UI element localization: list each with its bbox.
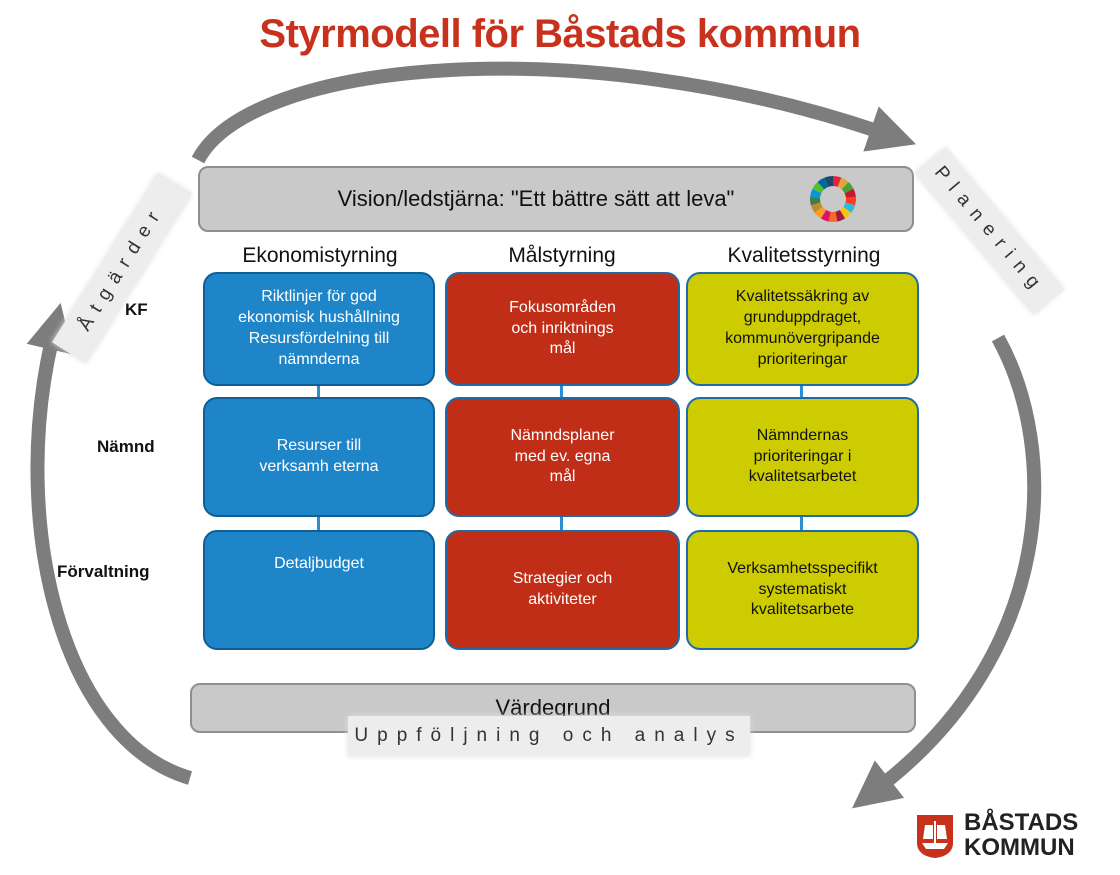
connector: [317, 384, 320, 400]
column-header-economy: Ekonomistyrning: [242, 244, 398, 267]
page-title: Styrmodell för Båstads kommun: [259, 12, 861, 56]
row-label-forvaltning: Förvaltning: [57, 562, 150, 581]
logo-text: BÅSTADS KOMMUN: [964, 810, 1120, 860]
row-label-kf: KF: [125, 300, 148, 319]
cycle-label-uppfoljning: Uppföljning och analys: [348, 716, 750, 756]
cell-forvaltning-goals: Strategier och aktiviteter: [445, 530, 680, 650]
connector: [560, 384, 563, 400]
cell-namnd-quality: Nämndernas prioriteringar i kvalitetsarb…: [686, 397, 919, 517]
sdg-segment: [810, 196, 821, 206]
logo-line-2: KOMMUN: [964, 834, 1075, 861]
right-arrow: [851, 334, 1042, 809]
connector: [800, 384, 803, 400]
vision-text: Vision/ledstjärna: "Ett bättre sätt att …: [337, 186, 735, 211]
sdg-segment: [814, 206, 827, 219]
sdg-segment: [843, 202, 856, 213]
connector: [560, 515, 563, 531]
cell-kf-economy: Riktlinjer för god ekonomisk hushållning…: [203, 272, 435, 386]
sdg-segment: [820, 210, 831, 222]
cell-forvaltning-quality: Verksamhetsspecifikt systematiskt kvalit…: [686, 530, 919, 650]
sdg-segment: [839, 206, 852, 219]
sdg-segment: [844, 188, 856, 198]
cell-kf-goals: Fokusområden och inriktnings mål: [445, 272, 680, 386]
logo-line-1: BÅSTADS: [964, 809, 1079, 836]
column-header-goals: Målstyrning: [508, 244, 616, 267]
sdg-segment: [824, 176, 833, 187]
sdg-segment: [833, 176, 842, 187]
sdg-segment: [837, 177, 849, 190]
sdg-segment: [845, 196, 856, 206]
connector: [317, 515, 320, 531]
cell-forvaltning-economy: Detaljbudget: [203, 530, 435, 650]
bastad-ship-logo-icon: [914, 813, 956, 859]
connector: [800, 515, 803, 531]
sdg-wheel-icon: [808, 174, 858, 224]
left-arrow: [26, 302, 192, 785]
sdg-segment: [835, 210, 846, 222]
cell-namnd-goals: Nämndsplaner med ev. egna mål: [445, 397, 680, 517]
cell-kf-quality: Kvalitetssäkring av grunduppdraget, komm…: [686, 272, 919, 386]
top-arrow: [191, 61, 917, 164]
sdg-segment: [812, 182, 825, 194]
sdg-segment: [817, 177, 829, 190]
sdg-segment: [828, 211, 838, 222]
sdg-segment: [841, 182, 854, 194]
vision-bar: Vision/ledstjärna: "Ett bättre sätt att …: [198, 166, 914, 232]
cell-namnd-economy: Resurser till verksamh eterna: [203, 397, 435, 517]
row-label-namnd: Nämnd: [97, 437, 155, 456]
sdg-segment: [810, 202, 823, 213]
column-header-quality: Kvalitetsstyrning: [727, 244, 881, 267]
sdg-segment: [810, 188, 822, 198]
